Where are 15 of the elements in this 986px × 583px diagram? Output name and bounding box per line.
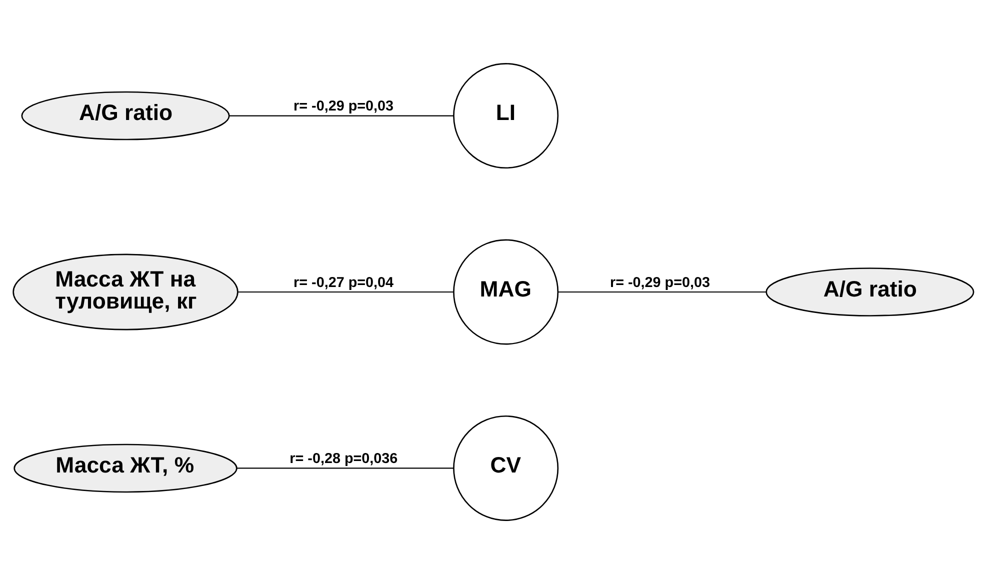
edge-label: r= -0,27 p=0,04 (293, 274, 394, 290)
connector (236, 467, 454, 468)
edge-label: r= -0,29 p=0,03 (293, 98, 394, 114)
connector (228, 114, 453, 116)
node-ellipse: Масса ЖТ на туловище, кг (12, 253, 238, 330)
node-ellipse: A/G ratio (765, 267, 974, 316)
node-circle: CV (452, 414, 558, 520)
node-circle: LI (452, 62, 558, 168)
edge-label: r= -0,29 p=0,03 (610, 274, 710, 290)
connector (238, 290, 453, 292)
node-ellipse: Масса ЖТ, % (13, 443, 237, 492)
edge-label: r= -0,28 p=0,036 (289, 450, 398, 467)
node-circle: MAG (452, 238, 558, 344)
node-ellipse: A/G ratio (20, 90, 230, 140)
connector (558, 290, 766, 292)
